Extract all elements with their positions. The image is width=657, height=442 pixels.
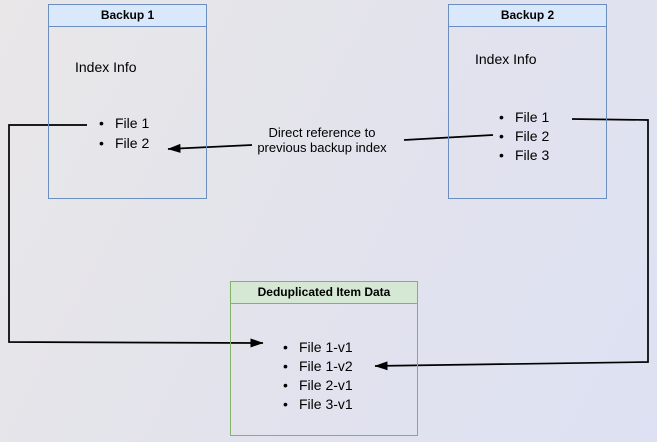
dedup-file-list: File 1-v1 File 1-v2 File 2-v1 File 3-v1 bbox=[231, 338, 417, 414]
direct-reference-edge-label: Direct reference to previous backup inde… bbox=[247, 125, 397, 155]
backup2-file-list: File 1 File 2 File 3 bbox=[449, 108, 606, 165]
list-item: File 1 bbox=[449, 108, 606, 127]
backup1-node: Backup 1 Index Info File 1 File 2 bbox=[48, 4, 207, 199]
list-item: File 2-v1 bbox=[233, 376, 417, 395]
edge-label-line2: previous backup index bbox=[257, 140, 387, 155]
backup2-index-info-label: Index Info bbox=[475, 51, 537, 67]
backup2-node: Backup 2 Index Info File 1 File 2 File 3 bbox=[448, 4, 607, 199]
list-item: File 2 bbox=[49, 133, 206, 153]
edge-label-line1: Direct reference to bbox=[268, 125, 376, 140]
list-item: File 3 bbox=[449, 146, 606, 165]
list-item: File 1-v2 bbox=[233, 357, 417, 376]
deduplicated-item-data-node: Deduplicated Item Data File 1-v1 File 1-… bbox=[230, 281, 418, 436]
backup1-index-info-label: Index Info bbox=[75, 59, 137, 75]
list-item: File 1 bbox=[49, 113, 206, 133]
backup2-title: Backup 2 bbox=[449, 5, 606, 27]
list-item: File 2 bbox=[449, 127, 606, 146]
deduplicated-item-data-title: Deduplicated Item Data bbox=[231, 282, 417, 304]
list-item: File 3-v1 bbox=[233, 395, 417, 414]
backup1-title: Backup 1 bbox=[49, 5, 206, 27]
backup1-file-list: File 1 File 2 bbox=[49, 113, 206, 153]
list-item: File 1-v1 bbox=[233, 338, 417, 357]
